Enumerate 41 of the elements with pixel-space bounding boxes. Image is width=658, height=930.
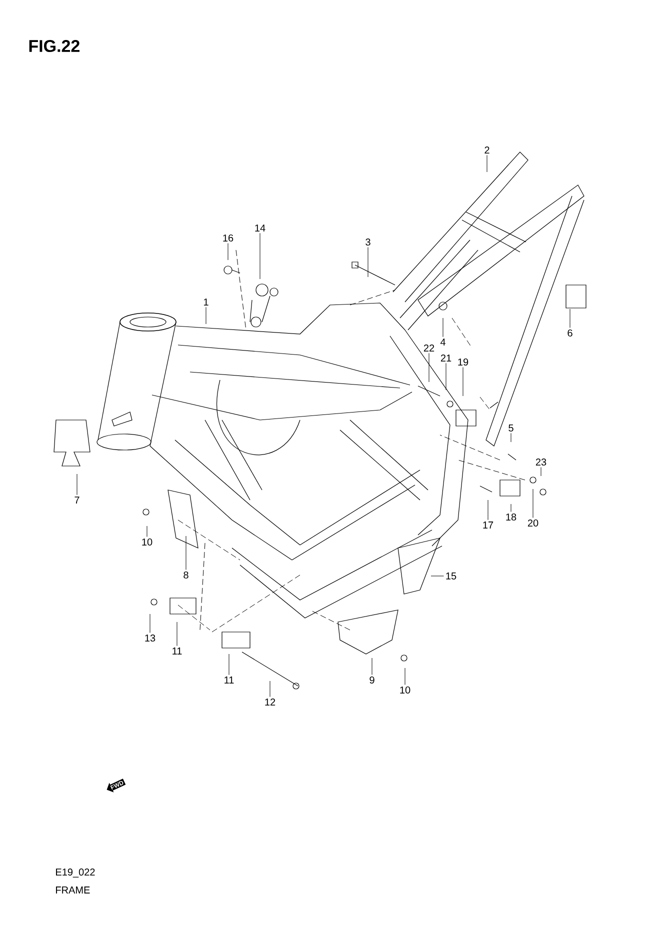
callout-number: 12	[265, 698, 276, 706]
leader-line	[510, 504, 512, 512]
leader-line	[540, 467, 542, 476]
callout-number: 9	[370, 676, 374, 684]
callout-number: 3	[366, 238, 370, 246]
callout-number: 23	[536, 458, 546, 466]
callout-number: 19	[458, 358, 468, 366]
callout-number: 17	[483, 522, 494, 528]
leader-line	[442, 318, 444, 338]
leader-line	[404, 668, 406, 686]
callout-number: 5	[508, 424, 514, 432]
callout-number: 22	[424, 344, 434, 352]
figure-code: E19_022	[56, 868, 95, 878]
callout-number: 21	[440, 354, 452, 362]
callout-number: 13	[145, 634, 156, 642]
callout-number: 7	[74, 496, 80, 504]
leader-line	[532, 488, 534, 518]
leader-line	[510, 432, 512, 442]
figure-caption: FRAME	[56, 886, 90, 894]
callout-number: 1	[204, 298, 208, 306]
callout-number: 18	[506, 513, 516, 521]
callout-number: 15	[446, 572, 456, 580]
leader-line	[146, 526, 148, 538]
figure-title: FIG.22	[29, 40, 80, 52]
callout-number: 10	[142, 538, 152, 546]
leader-line	[76, 474, 78, 496]
callout-number: 14	[255, 224, 266, 232]
callout-number: 8	[184, 571, 188, 579]
callout-number: 16	[223, 234, 234, 242]
callout-number: 6	[568, 329, 572, 337]
callout-number: 11	[172, 648, 182, 654]
callout-number: 20	[528, 519, 538, 527]
leader-line	[176, 622, 178, 646]
leader-line	[486, 154, 488, 172]
callout-number: 4	[440, 338, 446, 346]
callout-number: 10	[400, 686, 410, 694]
leader-line	[462, 367, 464, 396]
leader-line	[228, 654, 230, 676]
callout-number: 11	[224, 676, 234, 684]
callout-number: 2	[484, 146, 490, 154]
leader-line	[428, 352, 430, 382]
